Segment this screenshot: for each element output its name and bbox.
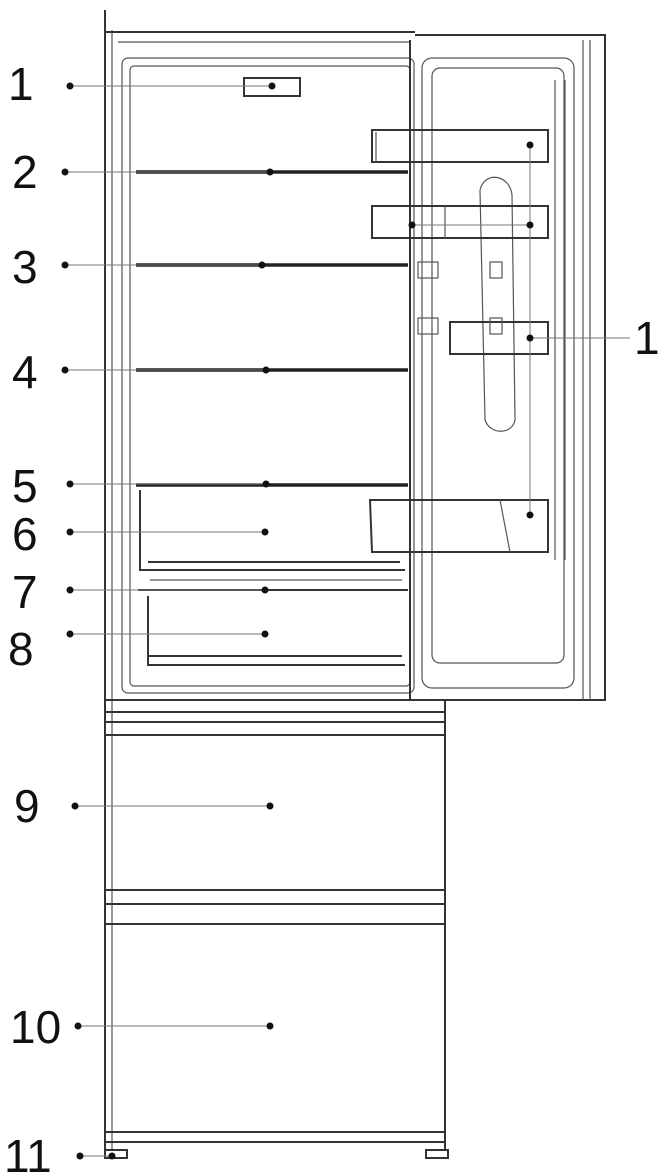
callout-point-4-end <box>262 366 270 374</box>
leader-lines <box>65 85 630 1157</box>
callout-point-6-start <box>66 528 74 536</box>
callout-point-2-end <box>266 168 274 176</box>
callout-point-8-end <box>261 630 269 638</box>
callout-2: 2 <box>12 146 38 198</box>
callout-point-1-left-start <box>66 82 74 90</box>
callout-point-7-start <box>66 586 74 594</box>
callout-5: 5 <box>12 460 38 512</box>
callout-10: 10 <box>10 1001 61 1053</box>
adjustable-foot-right <box>425 1149 449 1159</box>
callout-point-9-start <box>71 802 79 810</box>
door-clips <box>417 261 503 335</box>
callout-7: 7 <box>12 566 38 618</box>
callout-point-door-5 <box>408 221 416 229</box>
crisper-drawer-upper <box>139 490 405 581</box>
callout-point-door-1 <box>526 141 534 149</box>
callout-point-door-3 <box>526 334 534 342</box>
callout-point-11-start <box>76 1152 84 1160</box>
adjustable-foot-left <box>104 1149 128 1159</box>
callout-4: 4 <box>12 346 38 398</box>
callout-point-7-end <box>261 586 269 594</box>
interior-light <box>243 77 301 97</box>
callout-6: 6 <box>12 508 38 560</box>
callout-point-door-2 <box>526 221 534 229</box>
callout-point-10-start <box>74 1022 82 1030</box>
callout-9: 9 <box>14 780 40 832</box>
freezer-drawer-lower <box>105 923 445 1143</box>
callout-point-4-start <box>61 366 69 374</box>
callout-point-5-end <box>262 480 270 488</box>
callout-point-9-end <box>266 802 274 810</box>
callout-1-right: 1 <box>634 312 659 364</box>
fridge-cabinet <box>104 10 445 1155</box>
callout-point-3-start <box>61 261 69 269</box>
callout-point-5-start <box>66 480 74 488</box>
callout-point-3-end <box>258 261 266 269</box>
leader-dots <box>61 82 534 1160</box>
callout-1-left: 1 <box>8 58 34 110</box>
callout-3: 3 <box>12 241 38 293</box>
callout-point-6-end <box>261 528 269 536</box>
callout-point-1-left-end <box>268 82 276 90</box>
callout-point-11-end <box>108 1152 116 1160</box>
fridge-door <box>415 34 606 701</box>
callout-point-2-start <box>61 168 69 176</box>
callout-11: 11 <box>4 1130 52 1176</box>
callout-point-door-4 <box>526 511 534 519</box>
crisper-drawer-lower <box>138 589 408 666</box>
callout-point-8-start <box>66 630 74 638</box>
door-bins <box>368 129 549 553</box>
callout-8: 8 <box>8 623 34 675</box>
callout-point-10-end <box>266 1022 274 1030</box>
